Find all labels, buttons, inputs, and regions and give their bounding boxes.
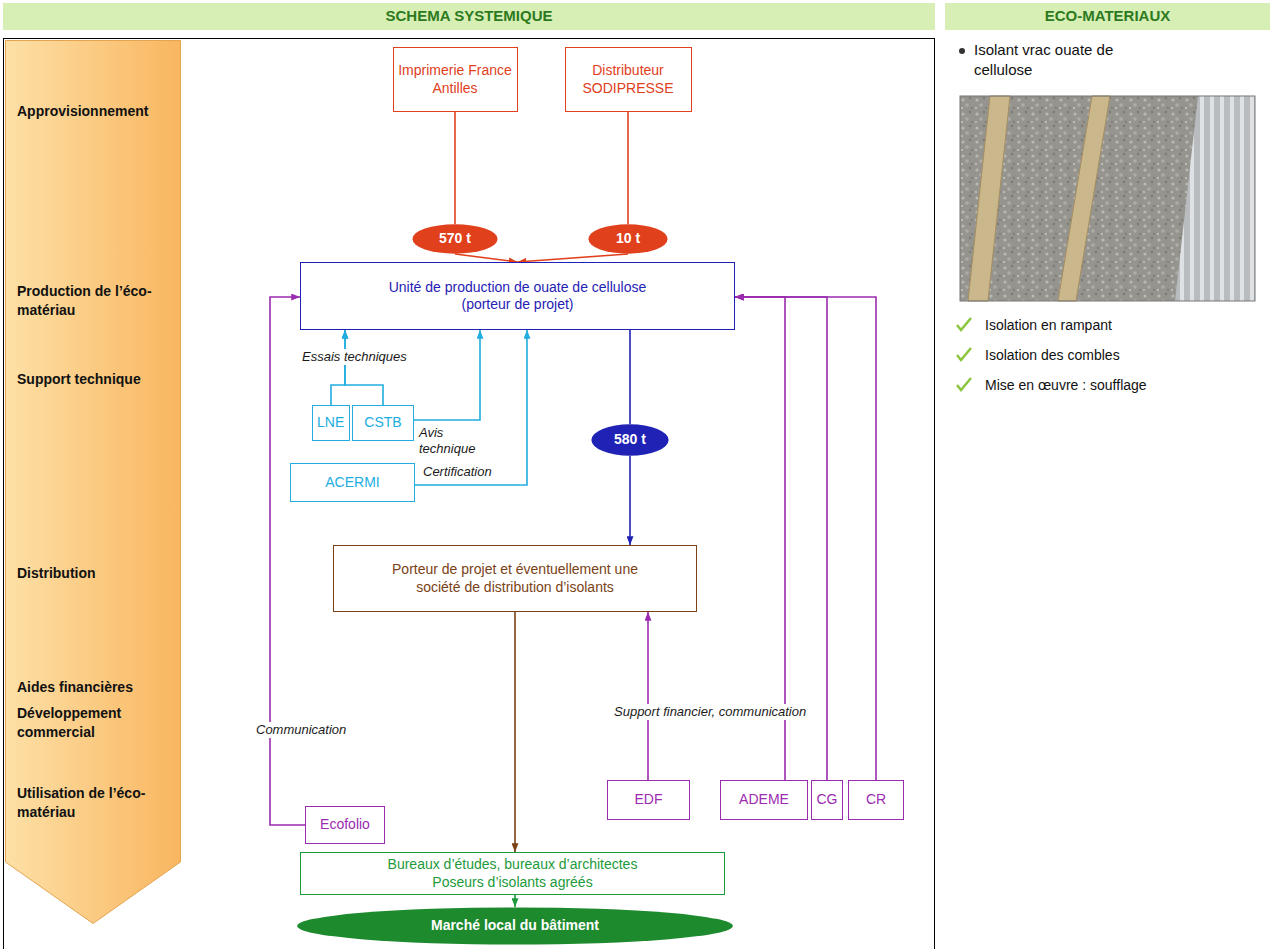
wood-beam (1058, 96, 1110, 301)
check-mark (957, 378, 971, 390)
wood-beam (968, 96, 1010, 301)
connector (415, 330, 527, 485)
funding-box: CG (811, 780, 843, 820)
tonnage-ellipse: 10 t (588, 224, 668, 254)
section-header: SCHEMA SYSTEMIQUE (3, 3, 935, 30)
connector (514, 895, 516, 907)
user-box: Bureaux d’études, bureaux d’architectes … (300, 852, 725, 895)
edge-label: Communication (254, 722, 348, 738)
connector (454, 112, 456, 224)
support-box: LNE (312, 405, 350, 441)
connector (518, 254, 629, 262)
material-photo (960, 96, 1255, 301)
metal-sheet (1175, 96, 1255, 301)
distribution-box: Porteur de projet et éventuellement une … (333, 545, 697, 612)
arrow-outline (6, 41, 181, 924)
diagram-frame (4, 39, 935, 949)
node-text: Bureaux d’études, bureaux d’architectes … (368, 856, 658, 890)
material-title: Isolant vrac ouate de cellulose (974, 40, 1152, 79)
funding-box: CR (848, 780, 904, 820)
node-text: EDF (635, 791, 663, 808)
photo-border (960, 96, 1255, 301)
ellipse-fill (412, 224, 497, 253)
node-text: Imprimerie France Antilles (398, 62, 512, 96)
node-text: Ecofolio (320, 816, 370, 833)
edge-label: Certification (421, 464, 494, 480)
ellipse-fill (297, 907, 733, 944)
stage-label: Aides financières (17, 678, 172, 697)
stage-arrow: ApprovisionnementProduction de l’éco-mat… (5, 40, 181, 924)
node-text: CG (817, 791, 838, 808)
ellipse-fill (588, 224, 667, 253)
connector (514, 612, 516, 852)
node-text: Distributeur SODIPRESSE (570, 62, 686, 96)
node-text: CR (866, 791, 886, 808)
stage-label: Support technique (17, 370, 172, 389)
stage-label: Approvisionnement (17, 102, 172, 121)
node-text: ECO-MATERIAUX (1045, 7, 1171, 25)
use-item: Isolation en rampant (985, 316, 1255, 334)
ellipse-fill (591, 424, 668, 455)
use-item: Mise en œuvre : soufflage (985, 376, 1255, 394)
bullet-dot (959, 48, 965, 54)
support-box: ACERMI (290, 463, 415, 502)
node-text: CSTB (364, 414, 401, 431)
connector (627, 112, 629, 224)
connector (647, 612, 649, 780)
connector (345, 330, 383, 405)
edge-label: Support financier, communication (612, 704, 808, 720)
stage-label: Distribution (17, 564, 172, 583)
stage-label: Production de l’éco-matériau (17, 282, 172, 320)
node-text: Unité de production de ouate de cellulos… (363, 279, 673, 313)
stage-label: Développement commercial (17, 704, 172, 742)
funding-box: ADEME (720, 780, 808, 820)
connector (270, 297, 305, 825)
funding-box: Ecofolio (305, 806, 385, 844)
node-text: LNE (317, 414, 344, 431)
node-text: 570 t (439, 230, 471, 247)
support-box: CSTB (352, 405, 414, 441)
check-mark (957, 318, 971, 330)
tonnage-ellipse: 570 t (412, 224, 498, 254)
funding-box: EDF (607, 780, 690, 820)
supplier-box: Distributeur SODIPRESSE (565, 47, 692, 112)
connector (629, 330, 631, 424)
connector (331, 330, 345, 405)
check-mark (957, 348, 971, 360)
supplier-box: Imprimerie France Antilles (393, 47, 518, 112)
stage-label: Utilisation de l’éco-matériau (17, 784, 172, 822)
node-text: ADEME (739, 791, 789, 808)
cellulose-texture (960, 96, 1255, 301)
use-item: Isolation des combles (985, 346, 1255, 364)
market-ellipse: Marché local du bâtiment (295, 907, 735, 945)
production-box: Unité de production de ouate de cellulos… (300, 262, 735, 330)
node-text: SCHEMA SYSTEMIQUE (386, 7, 553, 25)
node-text: Marché local du bâtiment (431, 917, 599, 934)
node-text: 580 t (614, 431, 646, 448)
connector (455, 254, 518, 262)
node-text: Porteur de projet et éventuellement une … (384, 561, 646, 595)
edge-label: Essais techniques (300, 349, 409, 365)
edge-label: Avis technique (417, 425, 481, 456)
connector (414, 330, 480, 420)
node-text: ACERMI (325, 474, 379, 491)
connector (629, 456, 631, 545)
node-text: 10 t (616, 230, 640, 247)
tonnage-ellipse: 580 t (591, 424, 669, 456)
section-header: ECO-MATERIAUX (945, 3, 1270, 30)
